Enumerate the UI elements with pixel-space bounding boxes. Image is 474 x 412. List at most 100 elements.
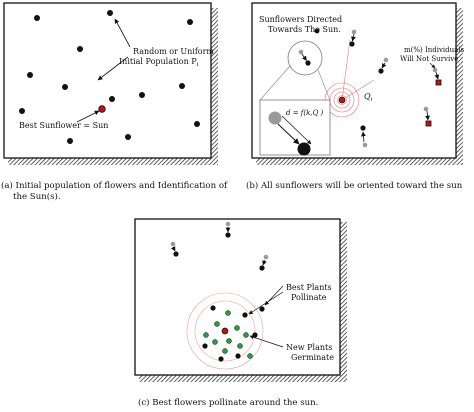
caption-c: (c) Best flowers pollinate around the su… (138, 398, 378, 409)
best-plants (202, 305, 265, 362)
flower (194, 121, 200, 127)
label-initial-line1: Random or Uniform (133, 47, 214, 56)
flower-old-position (432, 67, 438, 73)
caption-a-line2: the Sun(s). (13, 192, 61, 202)
label-germinate-line1: New Plants (286, 343, 332, 352)
zoom-connector (259, 65, 291, 101)
flower (173, 251, 179, 257)
flower (360, 125, 366, 131)
flower (314, 28, 320, 34)
flower-old-position (351, 29, 357, 35)
flower (187, 19, 193, 25)
label-survive-line1: m(%) Individuals (404, 46, 465, 54)
flower-old-position (263, 254, 269, 260)
move-arrow (434, 71, 440, 80)
flower (107, 10, 113, 16)
caption-a-line1: (a) Initial population of flowers and Id… (1, 181, 228, 191)
q-ray (341, 79, 375, 101)
panel-a-frame (3, 2, 212, 159)
flower-old-position (423, 106, 429, 112)
new-plant (226, 338, 232, 344)
panel-a-flowers (19, 10, 200, 144)
dead-flower (425, 120, 432, 127)
halo-ring (333, 91, 351, 109)
moving-flowers (314, 28, 389, 148)
arrow-survive (429, 62, 436, 69)
panel-c-shadow-right (340, 222, 347, 382)
dying-flowers (423, 67, 442, 127)
pollination-area (186, 292, 264, 370)
label-formula: d = f(k,Q ) (286, 109, 324, 117)
flower (235, 353, 241, 359)
panel-b-figure: d = f(k,Q ) Sunflowers Directed Towards … (251, 2, 465, 165)
zoom-move-arrow (277, 123, 300, 145)
panel-c-figure: Best Plants Pollinate New Plants Germina… (134, 218, 347, 382)
zoom-connector (317, 69, 331, 101)
flower (242, 312, 248, 318)
flower (139, 92, 145, 98)
flower-old-position (170, 241, 176, 247)
panel-c-shadow-bottom (139, 375, 347, 382)
panel-a-shadow-right (211, 8, 218, 165)
flower (179, 83, 185, 89)
arrow-to-flower (114, 18, 131, 48)
label-directed-line2: Towards The Sun. (268, 25, 341, 34)
flower (202, 343, 208, 349)
label-initial-line2: Initial Population Pi (119, 57, 199, 68)
new-plant (234, 325, 240, 331)
flower-old-position (362, 142, 368, 148)
flower (259, 306, 265, 312)
flower (77, 46, 83, 52)
move-arrow (425, 110, 430, 121)
flower (210, 305, 216, 311)
new-plant (214, 321, 220, 327)
flower-old-position (225, 221, 231, 227)
flower (125, 134, 131, 140)
zoom-flower-new (297, 142, 311, 156)
new-plant (222, 348, 228, 354)
sun-flower (221, 327, 229, 335)
new-plant (203, 332, 209, 338)
new-plant (247, 353, 253, 359)
caption-c-line1: (c) Best flowers pollinate around the su… (138, 398, 319, 408)
flower (378, 68, 384, 74)
flower (349, 41, 355, 47)
flower (305, 60, 311, 66)
move-arrow (262, 259, 267, 266)
flower (27, 72, 33, 78)
arrow-new-plants (249, 335, 284, 348)
label-survive-line2: Will Not Survive (400, 55, 458, 63)
move-arrow (381, 62, 387, 69)
flower (34, 15, 40, 21)
new-plant (225, 310, 231, 316)
move-arrow (170, 246, 176, 252)
sun-flower (338, 96, 346, 104)
flower (218, 356, 224, 362)
zoom-flower-old (268, 111, 282, 125)
label-pollinate-line2: Pollinate (291, 293, 327, 302)
label-germinate-line2: Germinate (291, 353, 334, 362)
arrow-to-sun (76, 110, 100, 123)
flower (225, 232, 231, 238)
new-plant (237, 343, 243, 349)
incoming-flowers (170, 221, 269, 271)
label-q: Qi (364, 92, 373, 103)
arrow-best-plants (248, 291, 284, 315)
caption-a: (a) Initial population of flowers and Id… (1, 181, 233, 203)
zoom-distance-line (281, 115, 312, 145)
label-directed-line1: Sunflowers Directed (259, 15, 342, 24)
new-plant (212, 339, 218, 345)
flower (109, 96, 115, 102)
panel-a-shadow-bottom (8, 158, 218, 165)
dead-flower (435, 79, 442, 86)
zoom-box (259, 99, 331, 156)
move-arrow (301, 53, 307, 61)
move-arrow (361, 131, 366, 143)
flower (67, 138, 73, 144)
pollination-ring (186, 292, 264, 370)
flower-old-position (298, 49, 304, 55)
sun-flower (98, 105, 106, 113)
caption-b-line1: (b) All sunflowers will be oriented towa… (246, 181, 463, 191)
caption-b: (b) All sunflowers will be oriented towa… (246, 181, 474, 192)
panel-c-frame (134, 218, 341, 376)
